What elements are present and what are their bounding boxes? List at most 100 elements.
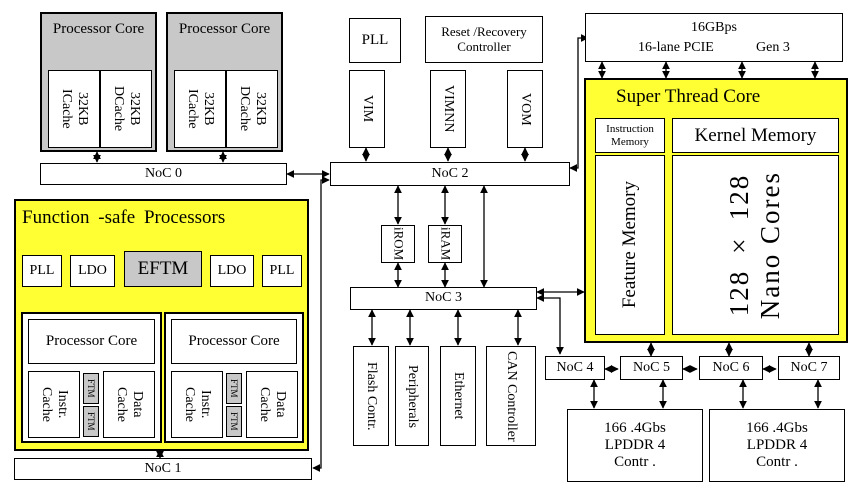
data-cache-box: Data Cache [103, 371, 155, 438]
cpu-core-label: Processor Core [178, 21, 271, 37]
noc6-box: NoC 6 [699, 356, 763, 380]
noc0-label: NoC 0 [145, 165, 182, 181]
reset-controller-label: Reset /Recovery Controller [441, 23, 527, 54]
instr-cache-label: Instr. Cache [182, 387, 214, 422]
noc7-box: NoC 7 [778, 356, 840, 380]
fsp-core-right: Processor Core Instr. Cache FTM FTM Data… [164, 312, 304, 443]
fsp-ldo-left: LDO [70, 255, 115, 287]
cpu-block-1: Processor Core 32KB ICache 32KB DCache [40, 12, 157, 152]
nano-cores-box: 128 × 128 Nano Cores [672, 155, 839, 335]
lpddr-line3: Contr . [614, 454, 656, 471]
ftm-label: FTM [86, 412, 97, 431]
instruction-memory-box: Instruction Memory [595, 118, 665, 153]
lpddr-line1: 166 .4Gbs [746, 419, 808, 436]
flash-controller-box: Flash Contr. [353, 346, 389, 446]
fsp-pll-label: PLL [29, 262, 55, 278]
peripherals-label: Peripherals [405, 364, 421, 428]
ethernet-box: Ethernet [440, 346, 476, 446]
noc0-bar: NoC 0 [40, 163, 287, 185]
fsp-core-title: Processor Core [45, 332, 138, 349]
nano-cores-line2: Nano Cores [755, 170, 786, 320]
pcie-line3: Gen 3 [756, 40, 790, 55]
noc7-label: NoC 7 [790, 359, 828, 375]
vom-label: VOM [518, 92, 534, 126]
reset-controller-box: Reset /Recovery Controller [425, 16, 543, 63]
ftm-box-a: FTM [83, 373, 99, 404]
ftm-box-a: FTM [226, 373, 242, 404]
super-thread-core: Super Thread Core Instruction Memory Ker… [584, 78, 848, 343]
ftm-label: FTM [86, 379, 97, 398]
vim-box: VIM [349, 70, 385, 148]
instruction-memory-label: Instruction Memory [606, 122, 654, 148]
icache-box: 32KB ICache [48, 70, 100, 148]
icache-label: 32KB ICache [185, 89, 217, 129]
iram-box: iRAM [428, 225, 462, 263]
vimnn-box: VIMNN [430, 70, 466, 148]
noc5-box: NoC 5 [620, 356, 683, 380]
instr-cache-box: Instr. Cache [171, 371, 223, 438]
instr-cache-box: Instr. Cache [28, 371, 80, 438]
noc2-label: NoC 2 [431, 165, 469, 181]
fsp-core-title-box: Processor Core [28, 319, 155, 364]
fsp-title: Function -safe Processors [22, 207, 226, 228]
fsp-core-title-box: Processor Core [171, 319, 297, 364]
dcache-box: 32KB DCache [100, 70, 152, 148]
icache-label: 32KB ICache [59, 89, 91, 129]
noc4-label: NoC 4 [556, 359, 594, 375]
dcache-label: 32KB DCache [237, 86, 269, 132]
icache-box: 32KB ICache [174, 70, 226, 148]
cpu-block-2: Processor Core 32KB ICache 32KB DCache [166, 12, 283, 152]
vimnn-label: VIMNN [441, 85, 457, 133]
lpddr-line1: 166 .4Gbs [604, 419, 666, 436]
lpddr-line3: Contr . [756, 454, 798, 471]
fsp-ldo-label: LDO [217, 262, 247, 278]
noc2-bar: NoC 2 [330, 162, 570, 186]
dcache-label: 32KB DCache [111, 86, 143, 132]
lpddr-controller-2: 166 .4Gbs LPDDR 4 Contr . [709, 409, 845, 482]
flash-controller-label: Flash Contr. [364, 361, 380, 431]
lpddr-line2: LPDDR 4 [746, 436, 808, 453]
fsp-ldo-right: LDO [210, 255, 254, 287]
ftm-label: FTM [229, 379, 240, 398]
lpddr-controller-1: 166 .4Gbs LPDDR 4 Contr . [567, 409, 703, 482]
kernel-memory-label: Kernel Memory [694, 124, 817, 146]
iram-label: iRAM [438, 227, 454, 261]
eftm-box: EFTM [124, 251, 202, 287]
eftm-label: EFTM [137, 258, 189, 280]
peripherals-box: Peripherals [395, 346, 429, 446]
pcie-line1: 16GBps [691, 20, 737, 35]
pcie-box: 16GBps 16-lane PCIE Gen 3 [585, 13, 843, 62]
noc1-bar: NoC 1 [14, 458, 312, 480]
function-safe-processors: Function -safe Processors PLL LDO EFTM L… [14, 199, 309, 451]
cpu-core-label: Processor Core [52, 21, 145, 37]
feature-memory-label: Feature Memory [619, 181, 641, 309]
irom-box: iROM [381, 225, 415, 263]
nano-cores-text: 128 × 128 Nano Cores [724, 171, 786, 319]
vim-label: VIM [360, 95, 376, 123]
fsp-ldo-label: LDO [78, 262, 107, 278]
pcie-line2: 16-lane PCIE [638, 40, 714, 55]
noc3-bar: NoC 3 [350, 287, 537, 310]
ftm-box-b: FTM [83, 406, 99, 437]
ftm-box-b: FTM [226, 406, 242, 437]
nano-cores-line1: 128 × 128 [724, 173, 755, 317]
noc5-label: NoC 5 [633, 359, 670, 375]
noc6-label: NoC 6 [712, 359, 750, 375]
noc3-label: NoC 3 [425, 290, 462, 306]
can-controller-label: CAN Controller [504, 350, 520, 442]
feature-memory-box: Feature Memory [595, 155, 665, 335]
pll-top-label: PLL [361, 31, 389, 48]
data-cache-label: Data Cache [257, 387, 289, 422]
fsp-pll-label: PLL [269, 262, 295, 278]
fsp-core-left: Processor Core Instr. Cache FTM FTM Data… [21, 312, 162, 443]
kernel-memory-box: Kernel Memory [672, 118, 839, 153]
stc-title: Super Thread Core [616, 86, 761, 107]
fsp-core-title: Processor Core [188, 332, 280, 349]
vom-box: VOM [507, 70, 543, 148]
data-cache-label: Data Cache [114, 387, 146, 422]
noc1-label: NoC 1 [144, 460, 182, 476]
pll-top-box: PLL [349, 18, 401, 63]
instr-cache-label: Instr. Cache [39, 387, 71, 422]
lpddr-line2: LPDDR 4 [604, 436, 666, 453]
dcache-box: 32KB DCache [226, 70, 278, 148]
